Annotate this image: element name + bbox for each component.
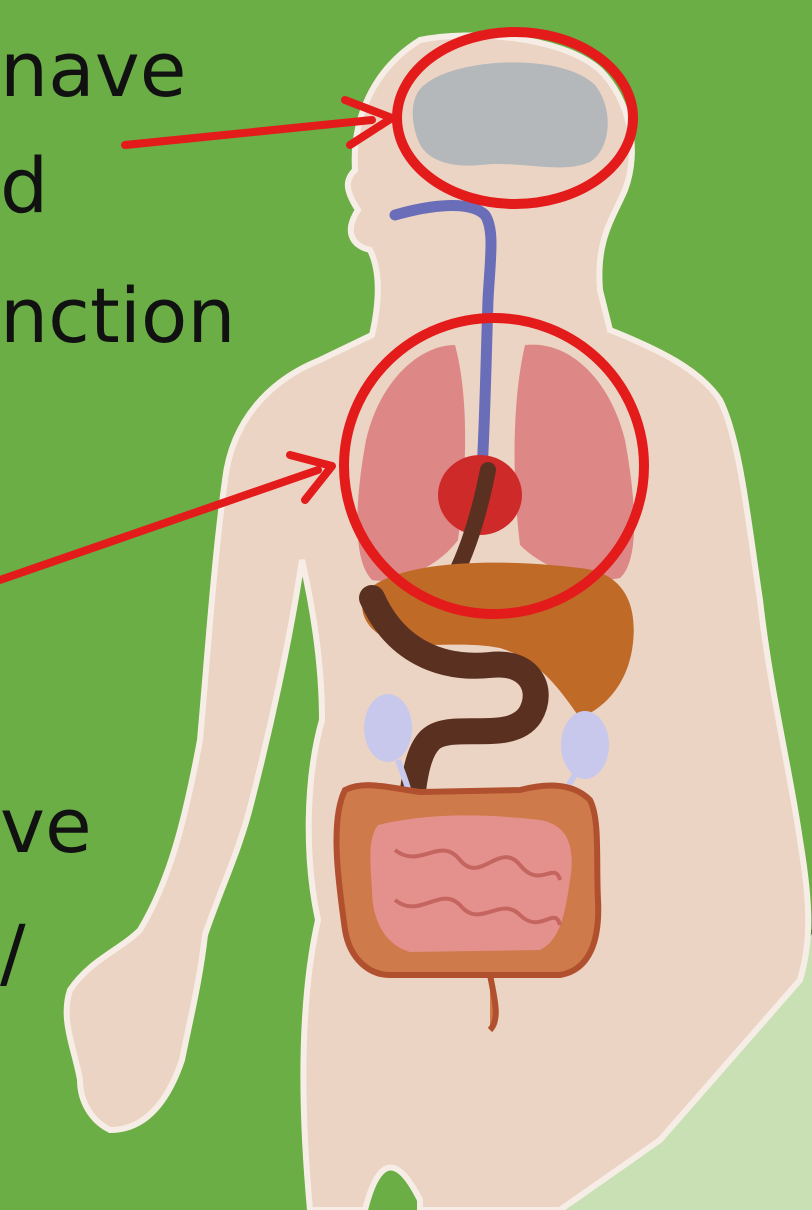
text-fragment-1: nave: [0, 32, 186, 108]
text-fragment-5: /: [0, 915, 26, 991]
text-fragment-2: d: [0, 148, 48, 224]
small-intestine: [370, 815, 571, 952]
right-kidney: [561, 711, 609, 779]
left-kidney: [364, 694, 412, 762]
text-fragment-4: ve: [0, 788, 92, 864]
text-fragment-3: nction: [0, 278, 236, 354]
brain: [413, 62, 608, 167]
